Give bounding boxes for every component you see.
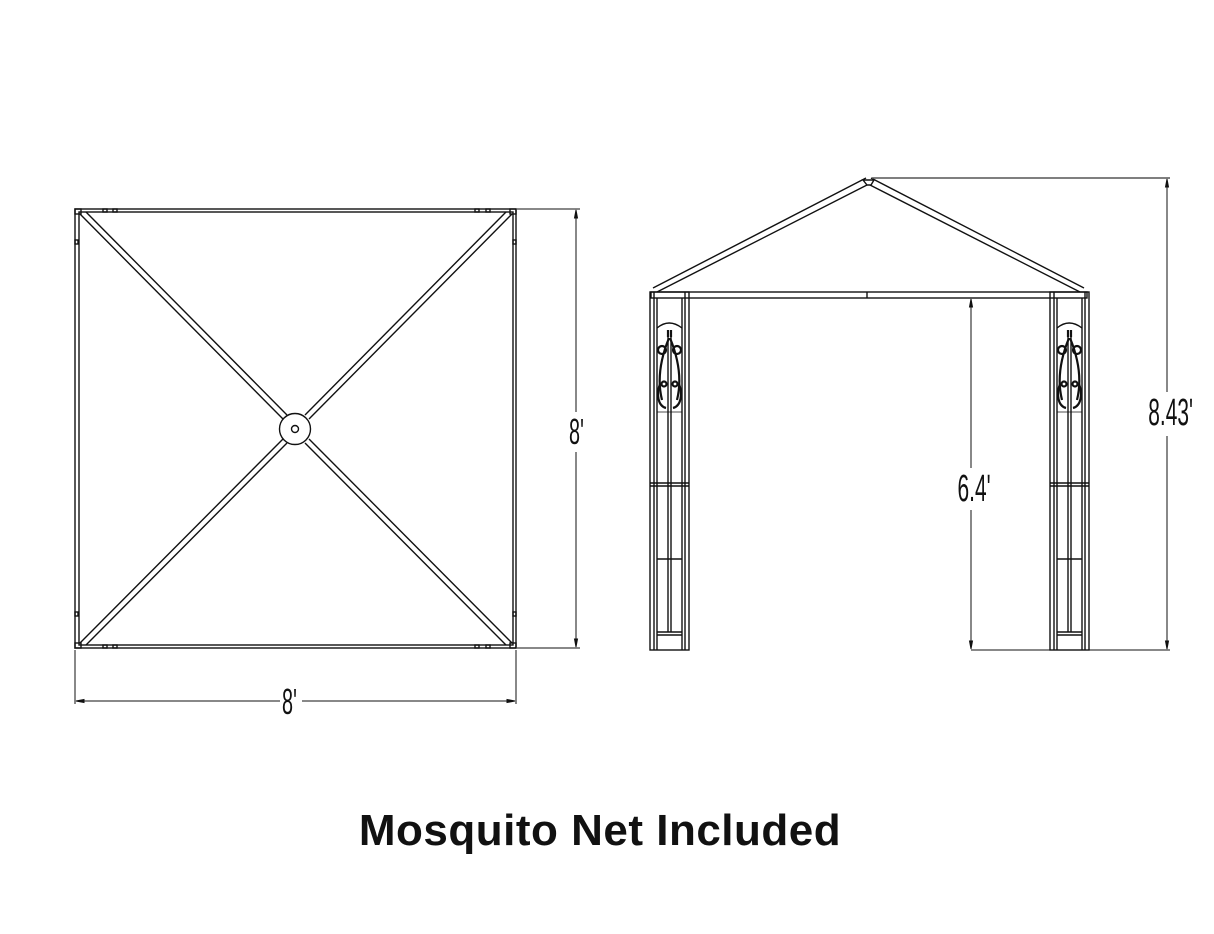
top-view-depth-label: 8' <box>569 411 584 452</box>
total-height-dimension <box>872 177 1170 651</box>
top-view-width-label: 8' <box>282 681 297 722</box>
door-height-dimension <box>968 298 1050 651</box>
caption-mosquito-net: Mosquito Net Included <box>358 806 842 855</box>
right-scroll-ornament <box>1056 330 1083 410</box>
top-view <box>74 208 517 649</box>
left-scroll-ornament <box>656 330 683 410</box>
total-height-label: 8.43' <box>1148 392 1193 434</box>
side-view <box>649 177 1090 651</box>
door-height-label: 6.4' <box>957 468 991 510</box>
top-view-width-dimension <box>74 650 517 704</box>
top-view-depth-dimension <box>517 208 580 649</box>
